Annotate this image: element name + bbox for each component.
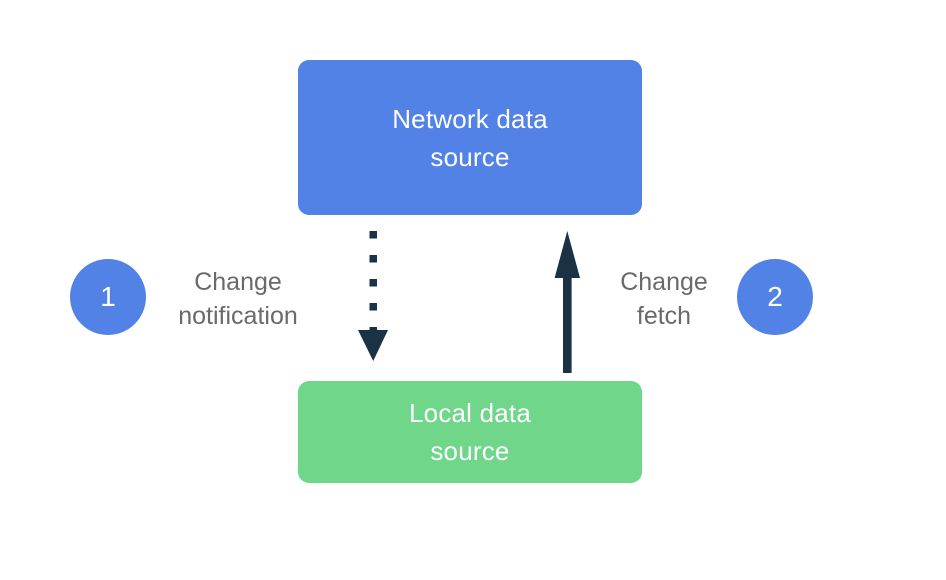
edge-label-change-notification: Change notification bbox=[178, 268, 298, 330]
node-local-data-source[interactable]: Local data source bbox=[298, 381, 642, 483]
change-fetch-arrow-icon bbox=[554, 231, 580, 373]
change-notification-arrow-icon bbox=[358, 231, 388, 361]
step-badge-1-number: 1 bbox=[100, 281, 116, 312]
node-network-data-source-label: Network data source bbox=[392, 103, 548, 172]
edge-label-change-fetch: Change fetch bbox=[620, 268, 708, 330]
step-badge-1: 1 bbox=[70, 259, 146, 335]
node-network-data-source[interactable]: Network data source bbox=[298, 60, 642, 215]
node-local-data-source-label: Local data source bbox=[409, 398, 531, 466]
step-badge-2-number: 2 bbox=[767, 281, 783, 312]
step-badge-2: 2 bbox=[737, 259, 813, 335]
